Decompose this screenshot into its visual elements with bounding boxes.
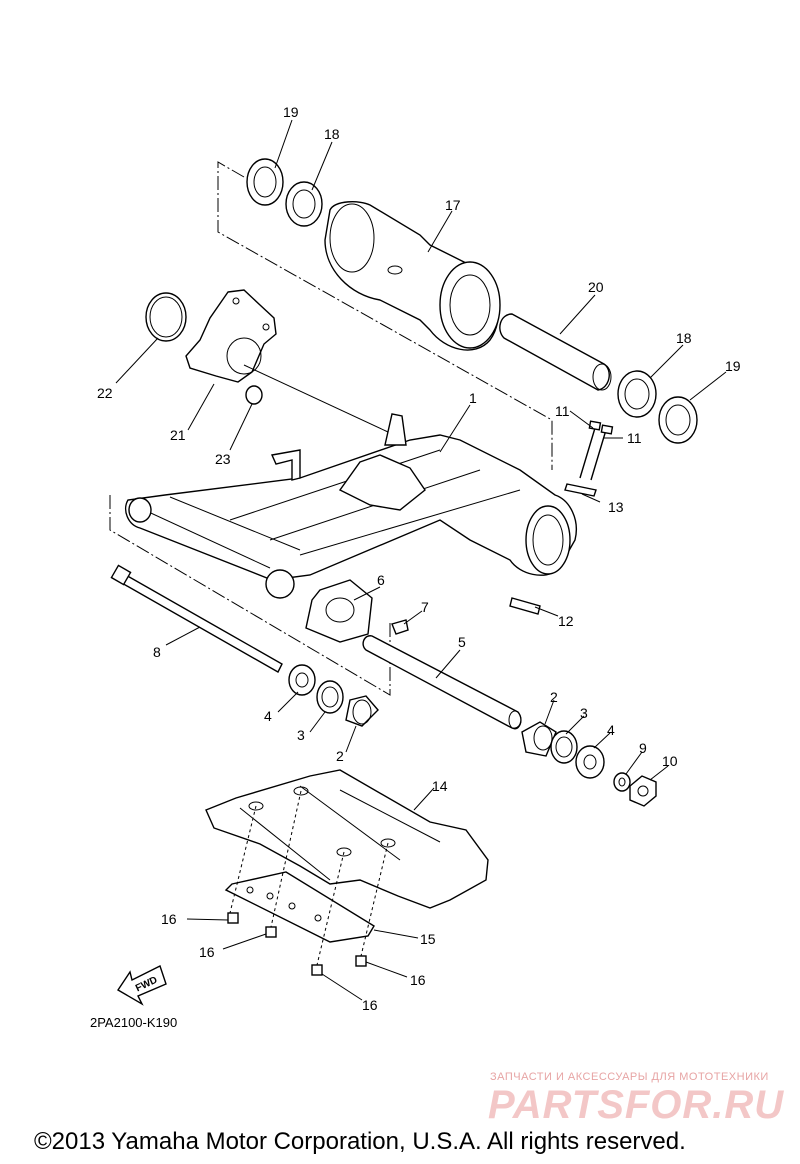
copyright-notice: ©2013 Yamaha Motor Corporation, U.S.A. A…: [34, 1128, 686, 1155]
callout-13: 13: [608, 499, 624, 515]
part-plate: [564, 483, 597, 497]
callout-5: 5: [458, 634, 466, 650]
callout-9: 9: [639, 740, 647, 756]
callout-2-left: 2: [336, 748, 344, 764]
callout-2-right: 2: [550, 689, 558, 705]
alignment-line-upper: [217, 161, 553, 470]
part-guard: [205, 769, 489, 909]
part-thrust-cover-left: [288, 664, 316, 696]
callout-18-right: 18: [676, 330, 692, 346]
part-bearing-left: [345, 695, 379, 727]
callout-6: 6: [377, 572, 385, 588]
callout-3-right: 3: [580, 705, 588, 721]
callout-4-left: 4: [264, 708, 272, 724]
part-bearing-upper: [285, 181, 323, 227]
callout-19-upper: 19: [283, 104, 299, 120]
part-seal-right: [550, 730, 578, 764]
callout-1: 1: [469, 390, 477, 406]
callout-20: 20: [588, 279, 604, 295]
part-bearing-right: [617, 370, 657, 418]
part-bracket-6: [305, 579, 373, 643]
callout-17: 17: [445, 197, 461, 213]
callout-8: 8: [153, 644, 161, 660]
callout-21: 21: [170, 427, 186, 443]
leader-lines: [115, 119, 727, 1001]
part-collar: [499, 313, 612, 391]
callout-12: 12: [558, 613, 574, 629]
part-nut: [629, 775, 657, 807]
parts-diagram: FWD: [97, 104, 741, 1013]
part-oil-seal-upper: [246, 158, 284, 206]
part-circlip: [145, 292, 187, 342]
callout-11-lower: 11: [627, 430, 642, 446]
callout-16-d: 16: [362, 997, 378, 1013]
callout-3-left: 3: [297, 727, 305, 743]
callout-numbers: 1 2 2 3 3 4 4 5 6 7 8 9 10 11 11 12 13 1…: [97, 104, 741, 1013]
part-thrust-cover-right: [575, 745, 605, 779]
part-washer: [613, 772, 631, 792]
part-bearing-housing: [324, 201, 501, 351]
part-shaft-5: [362, 635, 522, 730]
callout-23: 23: [215, 451, 231, 467]
callout-11-upper: 11: [555, 403, 570, 419]
callout-4-right: 4: [607, 722, 615, 738]
fwd-arrow: FWD: [117, 965, 167, 1006]
watermark-tagline: ЗАПЧАСТИ И АКСЕССУАРЫ ДЛЯ МОТОТЕХНИКИ: [490, 1071, 769, 1083]
part-swingarm: [124, 413, 577, 599]
part-guard-plate: [224, 871, 375, 943]
part-oil-seal-right: [658, 396, 698, 444]
callout-16-b: 16: [199, 944, 215, 960]
callout-16-a: 16: [161, 911, 177, 927]
part-bolt-7: [391, 619, 409, 635]
watermark-logo: PARTSFOR.RU: [488, 1083, 785, 1127]
callout-16-c: 16: [410, 972, 426, 988]
callout-14: 14: [432, 778, 448, 794]
callout-19-right: 19: [725, 358, 741, 374]
part-bracket: [185, 289, 277, 383]
callout-22: 22: [97, 385, 113, 401]
part-seal-left: [316, 680, 344, 714]
part-bushing: [245, 385, 263, 405]
part-pivot-shaft: [110, 564, 283, 673]
callout-15: 15: [420, 931, 436, 947]
part-nut-plate: [509, 597, 541, 615]
callout-10: 10: [662, 753, 678, 769]
figure-code: 2PA2100-K190: [90, 1015, 178, 1030]
part-bolts: [579, 420, 614, 481]
callout-18-upper: 18: [324, 126, 340, 142]
callout-7: 7: [421, 599, 429, 615]
